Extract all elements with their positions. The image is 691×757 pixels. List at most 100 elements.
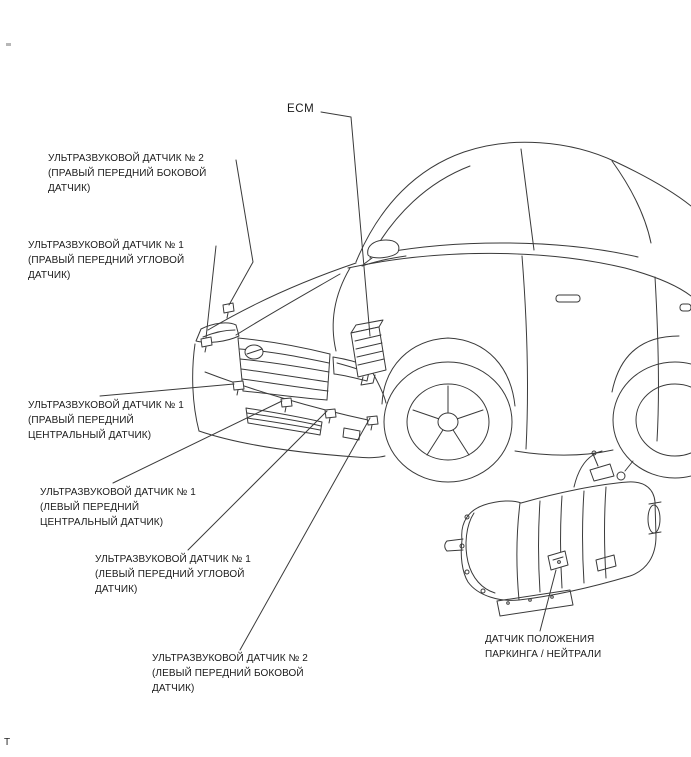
output-flange-line: [648, 501, 662, 505]
bumper-bottom-edge: [198, 430, 386, 459]
leader-ecm: [320, 111, 371, 337]
headlight-right-lens-line: [202, 329, 236, 338]
front-wheel: [381, 337, 516, 483]
sensor-stub: [370, 424, 373, 431]
side-mirror-stalk: [363, 257, 373, 265]
grille-slat: [239, 358, 330, 373]
leader-rf-center-sensor: [99, 383, 235, 397]
dipstick-tube: [573, 454, 594, 488]
sensor-body: [280, 397, 293, 408]
callout-lf-corner-sensor: УЛЬТРАЗВУКОВОЙ ДАТЧИК № 1 (ЛЕВЫЙ ПЕРЕДНИ…: [95, 554, 251, 595]
side-window-bottom: [381, 242, 639, 258]
door-handle: [555, 294, 581, 303]
marker-pnp-sensor: [547, 550, 569, 571]
sensor-stub: [284, 406, 287, 413]
case-rib: [560, 495, 563, 589]
rear-tire: [612, 361, 691, 479]
rocker-line: [514, 449, 614, 456]
ecm-slat: [354, 334, 382, 342]
sensor-stub: [226, 312, 229, 319]
side-mirror: [367, 239, 400, 259]
sensor-body: [200, 336, 213, 348]
marker-rf-corner-sensor: [200, 336, 213, 353]
leader-rf-corner-sensor: [205, 245, 217, 339]
lower-intake: [245, 407, 323, 436]
ecm-unit: [350, 319, 387, 386]
front-tire: [383, 361, 513, 483]
hood-far-edge: [207, 262, 357, 331]
transmission-outline: [460, 481, 657, 601]
input-shaft-end: [444, 540, 448, 552]
front-hub: [437, 412, 459, 432]
ecm-connector: [360, 374, 376, 386]
brand-emblem-detail: [246, 348, 263, 355]
sensor-stub: [236, 389, 239, 396]
input-shaft: [446, 538, 464, 542]
page-corner-mark: T: [4, 737, 11, 748]
leader-lines: [99, 111, 557, 651]
sensor-body: [222, 302, 235, 314]
callout-rf-center-sensor: УЛЬТРАЗВУКОВОЙ ДАТЧИК № 1 (ПРАВЫЙ ПЕРЕДН…: [28, 400, 184, 441]
bumper-top-crease: [204, 371, 369, 421]
callout-rf-corner-sensor: УЛЬТРАЗВУКОВОЙ ДАТЧИК № 1 (ПРАВЫЙ ПЕРЕДН…: [28, 240, 185, 281]
case-detail: [595, 554, 617, 572]
door-cut-line: [521, 255, 528, 450]
dipstick-handle: [591, 450, 597, 456]
marker-lf-center-sensor: [280, 397, 293, 413]
pan-bolt: [550, 595, 554, 599]
leader-pnp-sensor: [539, 569, 557, 632]
oil-pan: [496, 589, 574, 617]
leader-lf-center-sensor: [112, 400, 283, 484]
rear-wheel-arch: [611, 335, 680, 393]
bell-bolt: [480, 588, 486, 594]
car-illustration: [192, 141, 691, 483]
marker-lf-corner-sensor: [324, 408, 337, 424]
callout-lf-center-sensor: УЛЬТРАЗВУКОВОЙ ДАТЧИК № 1 (ЛЕВЫЙ ПЕРЕДНИ…: [40, 487, 196, 528]
lower-intake-slat: [246, 417, 321, 431]
sensor-body: [232, 380, 245, 391]
marker-lf-side-sensor: [366, 415, 379, 431]
callout-lf-side-sensor: УЛЬТРАЗВУКОВОЙ ДАТЧИК № 2 (ЛЕВЫЙ ПЕРЕДНИ…: [152, 653, 308, 694]
grille-slat: [241, 378, 329, 392]
bell-bolt: [464, 514, 470, 520]
callout-pnp-sensor: ДАТЧИК ПОЛОЖЕНИЯ ПАРКИНГА / НЕЙТРАЛИ: [485, 634, 602, 660]
cowl-wiper-line: [361, 255, 407, 267]
case-rib: [604, 486, 607, 579]
leader-lf-corner-sensor: [187, 410, 328, 551]
output-flange: [647, 504, 661, 534]
bell-housing-inner-line: [465, 512, 496, 594]
sensor-body: [324, 408, 337, 419]
grille-right-edge: [326, 353, 331, 401]
sensor-stub: [204, 346, 207, 353]
door-cut-line: [654, 276, 659, 442]
headlight-left: [332, 356, 371, 382]
b-pillar: [520, 148, 535, 251]
leader-lf-side-sensor: [239, 417, 371, 651]
sensor-stub: [328, 417, 331, 424]
shift-lever: [592, 450, 603, 467]
pnp-sensor-line: [552, 556, 564, 561]
leader-rf-side-sensor: [228, 159, 254, 306]
case-rib: [538, 500, 541, 593]
marker-rf-center-sensor: [232, 380, 245, 396]
front-wheel-arch: [381, 337, 516, 407]
grille-bottom-edge: [242, 390, 328, 401]
top-boss-stub: [624, 460, 634, 472]
pnp-sensor-bolt: [557, 560, 561, 564]
callout-ecm: ECM: [287, 103, 315, 115]
bell-bolt: [464, 569, 470, 575]
fog-lamp: [342, 427, 361, 441]
bell-housing-separation: [516, 502, 521, 601]
grille-slat: [240, 368, 329, 383]
ecm-slat: [355, 342, 383, 350]
rear-wheel: [611, 335, 691, 479]
callout-rf-side-sensor: УЛЬТРАЗВУКОВОЙ ДАТЧИК № 2 (ПРАВЫЙ ПЕРЕДН…: [48, 153, 207, 194]
pan-bolt: [528, 598, 532, 602]
door-handle: [679, 303, 691, 312]
input-shaft: [446, 549, 464, 552]
hood-near-edge: [332, 267, 351, 352]
front-rim: [406, 383, 490, 461]
output-flange-line: [648, 531, 662, 535]
